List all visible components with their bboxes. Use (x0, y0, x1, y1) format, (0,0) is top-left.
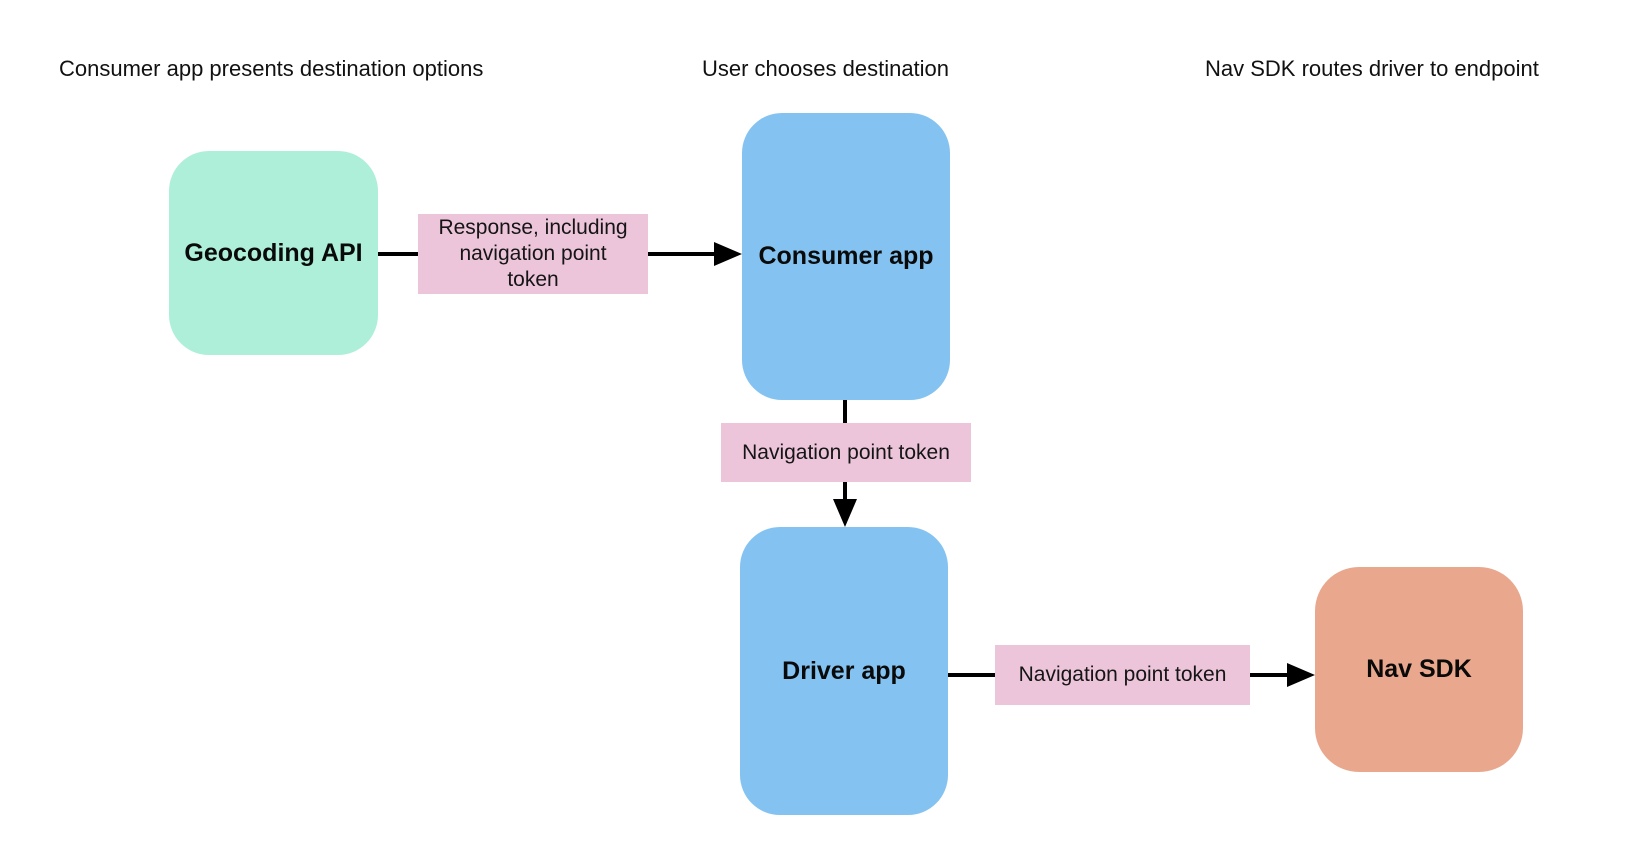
edge-label-navigation-point-token: Navigation point token (995, 645, 1250, 705)
node-label: Driver app (782, 656, 906, 685)
edge-label-response-including-token: Response, including navigation point tok… (418, 214, 648, 294)
node-consumer-app: Consumer app (742, 113, 950, 400)
node-driver-app: Driver app (740, 527, 948, 815)
arrowhead-right-icon (714, 242, 742, 266)
node-label: Geocoding API (184, 238, 363, 267)
stage-label-nav-sdk-routes: Nav SDK routes driver to endpoint (1205, 56, 1539, 81)
edge-label-navigation-point-token: Navigation point token (721, 423, 971, 482)
node-geocoding-api: Geocoding API (169, 151, 378, 355)
arrowhead-down-icon (833, 499, 857, 527)
node-label: Nav SDK (1366, 655, 1472, 683)
node-nav-sdk: Nav SDK (1315, 567, 1523, 772)
stage-label-destination-options: Consumer app presents destination option… (59, 56, 484, 81)
stage-label-user-chooses: User chooses destination (702, 56, 950, 81)
node-label: Consumer app (758, 242, 934, 270)
arrowhead-right-icon (1287, 663, 1315, 687)
